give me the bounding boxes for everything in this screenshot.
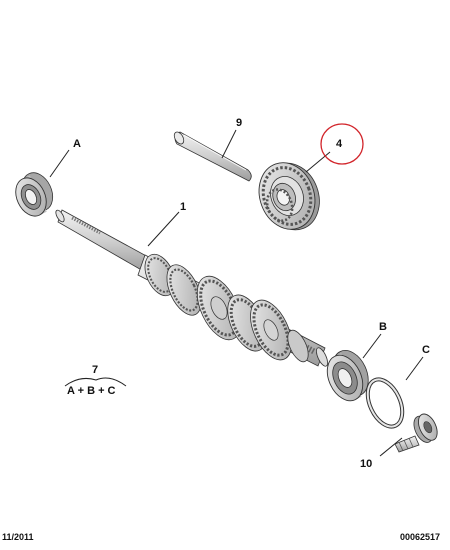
leader-line-B bbox=[362, 333, 382, 359]
highlight-circle bbox=[320, 123, 364, 165]
seal-ring-part-C bbox=[365, 377, 405, 429]
callout-label-B: B bbox=[379, 321, 387, 333]
shaft-part-1 bbox=[55, 209, 328, 367]
leader-line-C bbox=[405, 356, 424, 381]
bolt-part-10 bbox=[394, 413, 438, 453]
footer-date: 11/2011 bbox=[2, 532, 34, 542]
callout-label-10: 10 bbox=[360, 458, 373, 470]
leader-line-10 bbox=[379, 437, 403, 457]
callout-label-C: C bbox=[422, 344, 430, 356]
callout-label-9: 9 bbox=[236, 117, 243, 129]
kit-brace bbox=[64, 377, 127, 387]
kit-contents-label: A + B + C bbox=[67, 385, 116, 397]
leader-lines bbox=[49, 129, 424, 457]
leader-line-A bbox=[49, 149, 70, 178]
callout-label-4: 4 bbox=[336, 138, 343, 150]
kit-number-label: 7 bbox=[92, 364, 99, 376]
leader-line-1 bbox=[147, 211, 180, 247]
bearing-part-B bbox=[326, 350, 369, 402]
gear-part-4 bbox=[258, 162, 320, 231]
callout-label-A: A bbox=[73, 138, 81, 150]
callout-label-1: 1 bbox=[180, 201, 187, 213]
pin-part-9 bbox=[173, 131, 252, 182]
bearing-part-A bbox=[15, 172, 54, 217]
leader-line-4 bbox=[305, 151, 331, 173]
footer-reference: 00062517 bbox=[400, 532, 441, 542]
leader-line-9 bbox=[221, 129, 237, 159]
